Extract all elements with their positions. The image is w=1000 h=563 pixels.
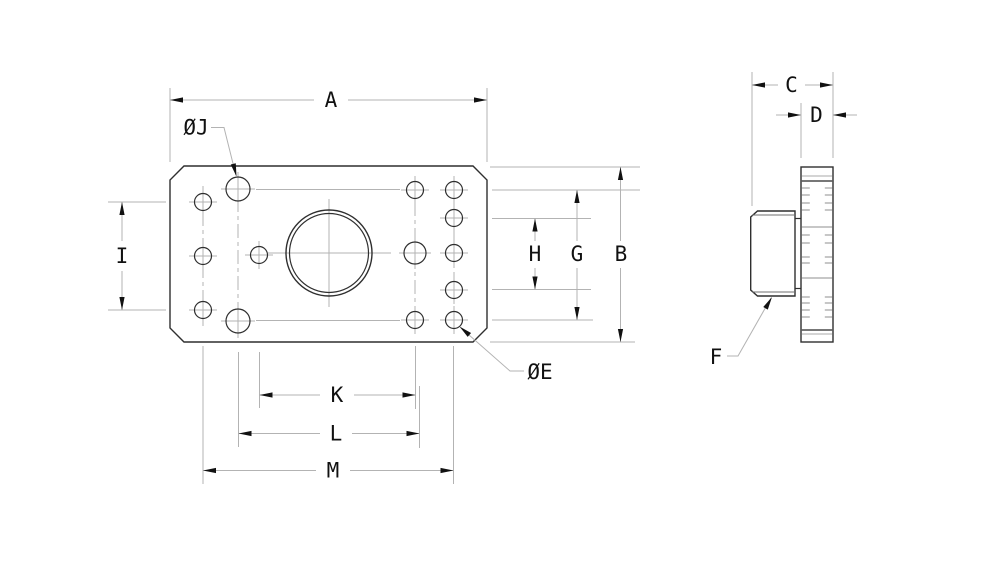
dim-h-label: H	[529, 242, 542, 266]
dim-a-label: A	[325, 88, 338, 112]
dim-c-label: C	[785, 73, 798, 97]
center-bore-outer	[285, 209, 373, 297]
side-plate-outline	[800, 166, 834, 343]
front-view	[169, 165, 488, 343]
dim-k-label: K	[331, 383, 344, 407]
dim-h: H	[492, 218, 591, 290]
boss	[750, 210, 801, 297]
dim-g: G	[492, 189, 640, 321]
hole-j-lower	[225, 308, 251, 334]
hole-mid-col-top	[405, 180, 425, 200]
dim-l-label: L	[330, 422, 343, 446]
dim-k: K	[259, 346, 416, 409]
callout-f-label: F	[710, 345, 723, 369]
hole-mid-col-bottom	[405, 310, 425, 330]
dim-c: C	[751, 72, 834, 206]
hole-right-col-1	[444, 180, 464, 200]
dim-m-label: M	[327, 459, 340, 483]
dim-a: A	[169, 88, 488, 162]
callout-e-label: ØE	[527, 360, 552, 384]
dim-b-label: B	[615, 242, 628, 266]
side-hidden-lines	[801, 175, 833, 335]
hole-j-upper	[225, 176, 251, 202]
hole-right-col-3	[444, 243, 464, 263]
side-view	[750, 166, 834, 343]
hole-right-col-4	[444, 280, 464, 300]
dim-l: L	[238, 352, 420, 448]
hole-left-col-bottom	[193, 300, 213, 320]
dim-i-label: I	[116, 244, 129, 268]
hole-inner-small	[249, 245, 269, 265]
dim-i: I	[108, 201, 166, 311]
hole-mid-col-center	[403, 241, 427, 265]
dim-d-label: D	[810, 103, 823, 127]
callout-j: ØJ	[183, 116, 237, 177]
plate-outline	[169, 165, 488, 343]
boss-outline	[750, 210, 796, 297]
callout-e: ØE	[459, 326, 553, 384]
dim-m: M	[202, 346, 454, 484]
front-holes	[193, 176, 464, 334]
hole-left-col-top	[193, 192, 213, 212]
dim-d: D	[776, 103, 857, 158]
hole-left-col-mid	[193, 246, 213, 266]
dimensions: A I H G	[108, 72, 857, 484]
dim-b: B	[490, 166, 640, 343]
hole-right-col-2	[444, 208, 464, 228]
hole-right-col-5	[444, 310, 464, 330]
center-bore-inner	[288, 212, 370, 294]
callout-f: F	[710, 297, 772, 369]
callout-j-label: ØJ	[183, 116, 208, 140]
dim-g-label: G	[571, 242, 584, 266]
